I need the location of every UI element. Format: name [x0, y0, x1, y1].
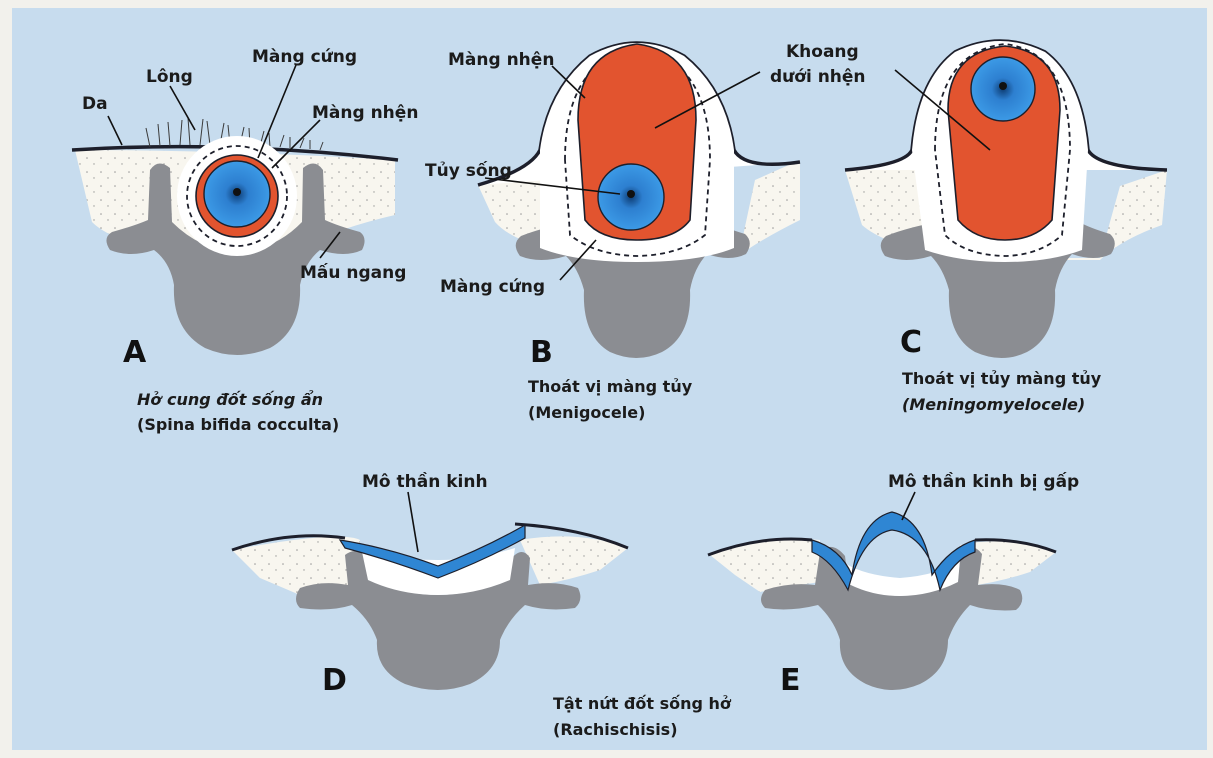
caption-de-line2: (Rachischisis) — [553, 720, 678, 739]
white-space-e — [840, 560, 960, 596]
central-canal-c — [999, 82, 1007, 90]
label-mo-than-kinh: Mô thần kinh — [362, 471, 488, 492]
subcutaneous-tissue-d — [232, 536, 628, 595]
skin-d — [231, 534, 346, 552]
dura-dash-a — [186, 145, 288, 247]
caption-b-line1: Thoát vị màng tủy — [528, 377, 693, 396]
vertebra-a — [106, 163, 365, 355]
skin-e-right — [974, 538, 1057, 554]
label-mang-cung-a: Màng cứng — [252, 47, 357, 67]
panel-d — [231, 522, 629, 690]
label-khoang-line2: dưới nhện — [770, 67, 866, 87]
central-canal-b — [627, 190, 635, 198]
label-long: Lông — [146, 67, 193, 87]
panel-letter-d: D — [322, 663, 347, 698]
caption-a-line2: (Spina bifida cocculta) — [137, 415, 339, 434]
label-tuy-song: Tủy sống — [425, 160, 512, 181]
vertebra-e — [761, 546, 1023, 690]
panel-letter-b: B — [530, 335, 553, 370]
label-mau-ngang: Mấu ngang — [300, 262, 406, 283]
label-da: Da — [82, 94, 108, 114]
label-mang-nhen-a: Màng nhện — [312, 103, 418, 123]
skin-e-left — [707, 537, 813, 557]
label-khoang-line1: Khoang — [786, 42, 859, 62]
caption-c-line1: Thoát vị tủy màng tủy — [902, 369, 1102, 388]
neural-tissue-d — [338, 523, 526, 579]
skin-d-right — [514, 522, 629, 550]
dura-dash-c — [934, 43, 1071, 257]
panel-letter-e: E — [780, 663, 801, 698]
leader-lines — [107, 64, 991, 553]
central-canal-a — [233, 188, 241, 196]
vertebra-d — [296, 551, 581, 690]
panel-b — [477, 41, 801, 358]
panel-letter-a: A — [123, 335, 147, 370]
label-mang-nhen-b: Màng nhện — [448, 50, 554, 70]
label-mo-than-kinh-gap: Mô thần kinh bị gấp — [888, 471, 1079, 492]
label-mang-cung-b: Màng cứng — [440, 277, 545, 297]
caption-c-line2: (Meningomyelocele) — [902, 395, 1085, 414]
caption-a-line1: Hở cung đốt sống ẩn — [137, 390, 323, 409]
panel-a — [71, 117, 399, 355]
dura-dash-b — [564, 47, 711, 257]
caption-b-line2: (Menigocele) — [528, 403, 645, 422]
panel-e — [707, 511, 1057, 690]
panel-letter-c: C — [900, 325, 922, 360]
caption-de-line1: Tật nứt đốt sống hở — [553, 694, 732, 713]
panel-c — [844, 39, 1168, 358]
folded-neural-tissue-e — [811, 511, 976, 593]
